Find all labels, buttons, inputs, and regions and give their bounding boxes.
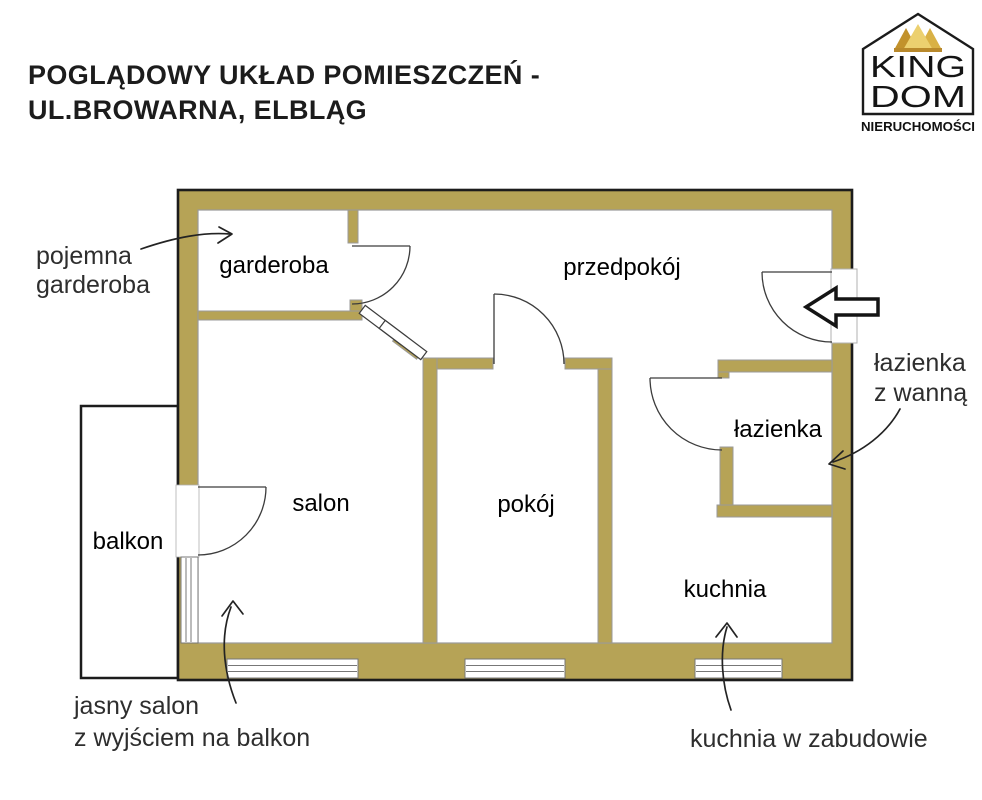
agency-logo: KING DOM NIERUCHOMOŚCI	[861, 12, 975, 134]
windows	[180, 556, 783, 679]
title-line1: POGLĄDOWY UKŁAD POMIESZCZEŃ -	[28, 59, 540, 90]
page-title: POGLĄDOWY UKŁAD POMIESZCZEŃ - UL.BROWARN…	[28, 59, 540, 125]
sliding-door-panel	[378, 319, 428, 361]
annotation-wardrobe-line1: pojemna	[36, 242, 132, 270]
wall-garderoba-right	[347, 209, 359, 244]
arrow-salon	[223, 606, 237, 704]
wall-pokoj-top-left	[436, 357, 494, 370]
annotation-salon-line1: jasny salon	[73, 692, 199, 720]
logo-tagline: NIERUCHOMOŚCI	[861, 119, 975, 134]
annotation-arrows	[140, 226, 901, 711]
room-label-przedpokoj: przedpokój	[563, 254, 680, 281]
wall-lazienka-bottom	[716, 504, 833, 518]
annotation-wardrobe-line2: garderoba	[36, 271, 150, 299]
crown-center-peak	[903, 24, 933, 50]
door-arc-pokoj	[493, 293, 565, 365]
annotations: pojemna garderoba łazienka z wanną jasny…	[36, 242, 967, 753]
arrow-kitchen-head	[715, 622, 738, 638]
annotation-salon-line2: z wyjściem na balkon	[74, 724, 310, 752]
wall-garderoba-bottom	[197, 310, 363, 321]
logo-house-icon	[861, 12, 975, 116]
arrow-kitchen	[721, 626, 732, 711]
arrow-bathroom-head	[828, 450, 846, 470]
crown-base	[894, 48, 942, 52]
wall-garderoba-bottom-cap	[349, 299, 363, 312]
arrow-wardrobe	[140, 232, 231, 250]
wall-lazienka-left	[719, 446, 734, 506]
door-arc-lazienka	[649, 377, 723, 451]
door-arc-entrance	[761, 271, 833, 343]
arrow-wardrobe-head	[217, 226, 233, 244]
arrow-salon-head	[221, 600, 244, 617]
logo-word-king: KING	[870, 49, 966, 84]
room-label-salon: salon	[292, 490, 349, 517]
title-line2: UL.BROWARNA, ELBLĄG	[28, 95, 367, 125]
room-labels: garderoba przedpokój salon pokój łazienk…	[93, 252, 823, 603]
balcony-door-opening	[175, 484, 200, 558]
wall-pokoj-right	[597, 368, 613, 644]
window-pokoj	[464, 658, 566, 679]
logo-crown-icon	[894, 24, 942, 52]
arrow-bathroom	[832, 408, 901, 463]
sliding-door	[358, 304, 428, 361]
room-label-lazienka: łazienka	[734, 416, 823, 443]
wall-pokoj-left	[422, 357, 438, 644]
annotation-bath-line1: łazienka	[874, 349, 966, 377]
wall-pokoj-top-right	[564, 357, 613, 370]
balcony-outline	[79, 404, 180, 680]
window-kuchnia	[694, 658, 783, 679]
window-salon	[226, 658, 359, 679]
entrance-arrow-icon	[802, 284, 880, 330]
annotation-bath-line2: z wanną	[874, 379, 967, 407]
door-arc-balcony	[197, 486, 267, 556]
interior-floor	[197, 209, 833, 644]
room-label-balkon: balkon	[93, 528, 164, 555]
wall-lazienka-top	[717, 359, 833, 373]
door-arc-garderoba	[351, 245, 411, 305]
window-balcony	[180, 556, 199, 644]
logo-word-dom: DOM	[870, 79, 966, 114]
wall-lazienka-top-cap	[717, 371, 730, 379]
room-label-kuchnia: kuchnia	[684, 576, 767, 603]
annotation-kitchen: kuchnia w zabudowie	[690, 725, 928, 753]
room-label-pokoj: pokój	[497, 491, 554, 518]
room-label-garderoba: garderoba	[219, 252, 329, 279]
doors	[197, 245, 833, 556]
